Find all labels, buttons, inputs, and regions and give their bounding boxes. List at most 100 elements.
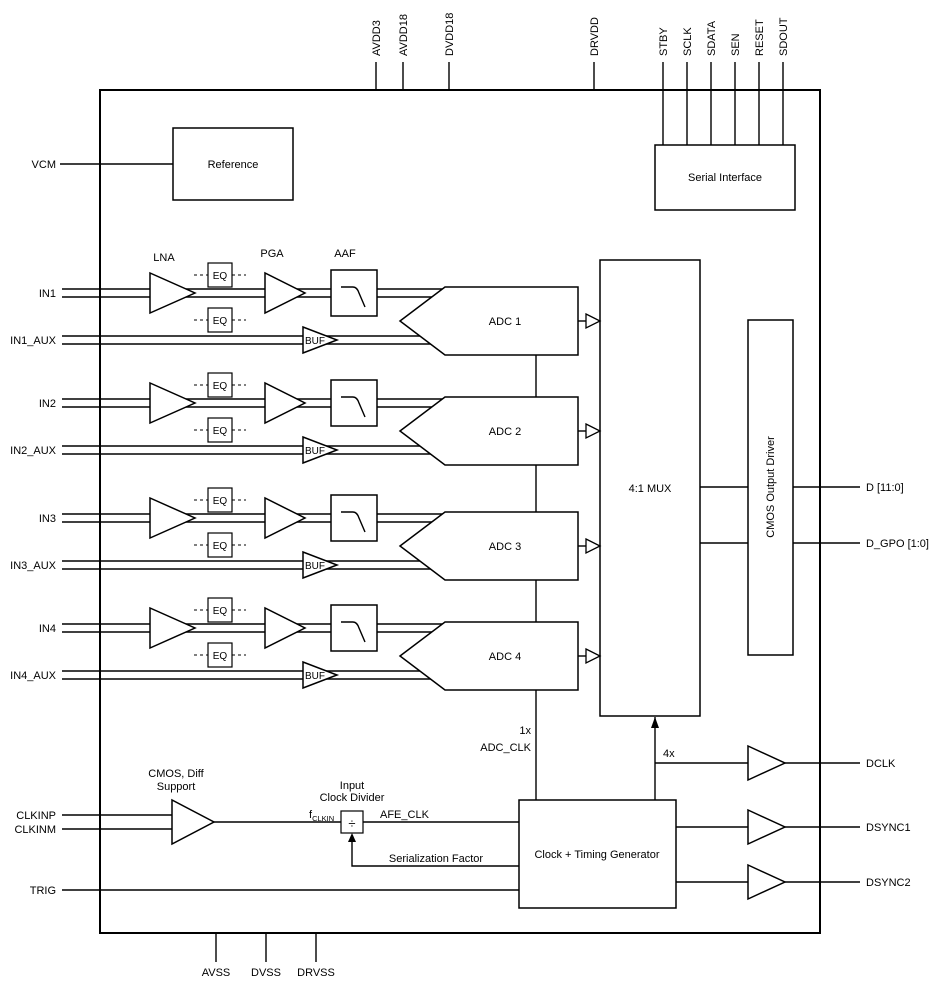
pin-label-drvdd: DRVDD — [589, 17, 601, 56]
dsync2-buffer-triangle — [747, 863, 787, 901]
divider-feedback-arrow-icon — [348, 833, 356, 842]
eq-label: EQ — [213, 381, 228, 392]
buf-label: BUF — [305, 446, 325, 457]
pin-label-in4-aux: IN4_AUX — [10, 670, 57, 682]
lowpass-filter-icon — [341, 396, 366, 418]
fclkin-base: f — [309, 809, 313, 821]
clock-input-buffer-triangle — [171, 798, 216, 846]
pin-label-in1-aux: IN1_AUX — [10, 335, 57, 347]
adc-clk-ratio-label: 1x — [519, 725, 531, 737]
buf-triangle-ch1 — [302, 325, 340, 355]
divide-icon: ÷ — [348, 816, 355, 831]
pin-label-sen: SEN — [730, 33, 742, 56]
adc3-bus-arrow-icon — [585, 537, 602, 555]
serialization-factor-label: Serialization Factor — [389, 853, 483, 865]
adc4-label: ADC 4 — [489, 651, 521, 663]
lna-triangle-ch1 — [149, 271, 197, 315]
pin-label-in2: IN2 — [39, 398, 56, 410]
pin-label-sclk: SCLK — [682, 27, 694, 56]
pin-label-d-bus: D [11:0] — [866, 482, 904, 494]
eq-label: EQ — [213, 426, 228, 437]
eq-label: EQ — [213, 541, 228, 552]
eq-label: EQ — [213, 316, 228, 327]
pin-label-reset: RESET — [754, 19, 766, 56]
pin-label-in1: IN1 — [39, 288, 56, 300]
pin-label-avss: AVSS — [202, 967, 231, 979]
divider-label-line1: Input — [340, 780, 364, 792]
serial-interface-label: Serial Interface — [688, 172, 762, 184]
eq-label: EQ — [213, 606, 228, 617]
eq-label: EQ — [213, 271, 228, 282]
afe-clk-label: AFE_CLK — [380, 809, 430, 821]
pin-label-drvss: DRVSS — [297, 967, 335, 979]
adc3-label: ADC 3 — [489, 541, 521, 553]
labels: AVDD3 AVDD18 DVDD18 DRVDD STBY SCLK SDAT… — [10, 13, 929, 979]
pin-label-trig: TRIG — [30, 885, 56, 897]
aaf-box-ch1 — [330, 269, 378, 317]
pin-label-dsync1: DSYNC1 — [866, 822, 911, 834]
chip-boundary — [99, 89, 821, 934]
pin-label-avdd18: AVDD18 — [398, 14, 410, 56]
eq-label: EQ — [213, 496, 228, 507]
adc1-bus-arrow-icon — [585, 312, 602, 330]
adc2-label: ADC 2 — [489, 426, 521, 438]
clock-timing-generator-label: Clock + Timing Generator — [534, 849, 659, 861]
buf-triangle-ch4 — [302, 660, 340, 690]
eq-label: EQ — [213, 651, 228, 662]
buf-label: BUF — [305, 336, 325, 347]
pin-label-dsync2: DSYNC2 — [866, 877, 911, 889]
lowpass-filter-icon — [341, 511, 366, 533]
pin-label-sdata: SDATA — [706, 20, 718, 56]
adc4-bus-arrow-icon — [585, 647, 602, 665]
pga-label: PGA — [260, 248, 284, 260]
aaf-box-ch2 — [330, 379, 378, 427]
buf-label: BUF — [305, 671, 325, 682]
eq-box-ch3-bottom — [207, 532, 233, 558]
pin-label-sdout: SDOUT — [778, 17, 790, 56]
lowpass-filter-icon — [341, 621, 366, 643]
pin-label-dclk: DCLK — [866, 758, 896, 770]
mux-label: 4:1 MUX — [629, 483, 672, 495]
clock-support-label-line2: Support — [157, 781, 196, 793]
pin-label-dvss: DVSS — [251, 967, 281, 979]
dclk-ratio-label: 4x — [663, 748, 675, 760]
serial-interface-block — [654, 144, 796, 211]
pin-label-in4: IN4 — [39, 623, 56, 635]
pga-triangle-ch2 — [264, 381, 307, 425]
clock-support-label-line1: CMOS, Diff — [148, 768, 204, 780]
blocks — [99, 89, 821, 934]
pga-triangle-ch4 — [264, 606, 307, 650]
mux-clock-arrow-icon — [651, 717, 659, 728]
pin-label-in3-aux: IN3_AUX — [10, 560, 57, 572]
cmos-output-driver-label: CMOS Output Driver — [765, 436, 777, 538]
buf-triangle-ch2 — [302, 435, 340, 465]
pga-triangle-ch3 — [264, 496, 307, 540]
fclkin-subscript: CLKIN — [312, 814, 334, 823]
adc-clk-label: ADC_CLK — [480, 742, 531, 754]
buf-triangle-ch3 — [302, 550, 340, 580]
dsync1-buffer-triangle — [747, 808, 787, 846]
reference-label: Reference — [208, 159, 259, 171]
pin-label-clkinm: CLKINM — [14, 824, 56, 836]
aaf-box-ch4 — [330, 604, 378, 652]
lna-label: LNA — [153, 252, 175, 264]
adc2-bus-arrow-icon — [585, 422, 602, 440]
clock-timing-generator-block — [518, 799, 677, 909]
pin-label-avdd3: AVDD3 — [371, 20, 383, 56]
arrowheads — [348, 312, 659, 842]
dclk-buffer-triangle — [747, 744, 787, 782]
aaf-label: AAF — [334, 248, 356, 260]
pin-label-clkinp: CLKINP — [16, 810, 56, 822]
lna-triangle-ch2 — [149, 381, 197, 425]
mux-block — [599, 259, 701, 717]
aaf-box-ch3 — [330, 494, 378, 542]
lna-triangle-ch3 — [149, 496, 197, 540]
pin-label-in2-aux: IN2_AUX — [10, 445, 57, 457]
pin-label-stby: STBY — [658, 27, 670, 56]
serialization-factor-wire — [351, 840, 519, 867]
adc1-label: ADC 1 — [489, 316, 521, 328]
lna-triangle-ch4 — [149, 606, 197, 650]
over-wires — [60, 62, 860, 962]
